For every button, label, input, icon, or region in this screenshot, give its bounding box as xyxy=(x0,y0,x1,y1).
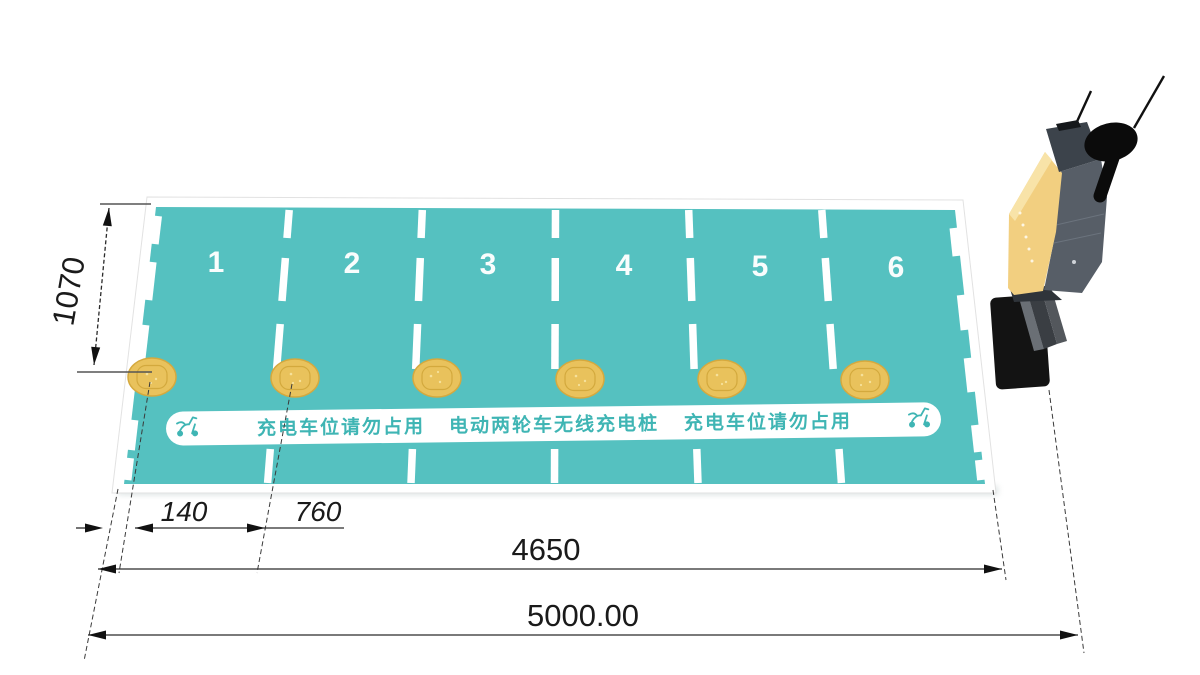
station-head-unit xyxy=(1046,122,1101,172)
bay-number-3: 3 xyxy=(480,248,497,281)
charging-pads xyxy=(127,357,890,400)
station-cabinet-bevel xyxy=(1009,152,1052,221)
bay-number-5: 5 xyxy=(752,250,769,283)
extension-line-pad2 xyxy=(256,383,293,574)
signage-banner: 充电车位请勿占用 电动两轮车无线充电桩 充电车位请勿占用 xyxy=(166,402,941,446)
station-head-cap xyxy=(1056,120,1081,131)
dimension-label-140: 140 xyxy=(161,496,208,527)
charging-pad xyxy=(697,359,747,399)
charging-mat: 1 2 3 4 5 6 xyxy=(111,196,997,494)
scooter-icon xyxy=(176,416,199,437)
bay-number-1: 1 xyxy=(208,246,225,279)
station-indicator-dots xyxy=(1018,211,1034,263)
charging-pad xyxy=(270,358,320,398)
bay-numbers: 1 2 3 4 5 6 xyxy=(208,246,905,284)
banner-texts: 充电车位请勿占用 电动两轮车无线充电桩 充电车位请勿占用 xyxy=(257,409,852,439)
dimension-annotations: 1070 140 760 4650 5000.00 xyxy=(45,203,1078,640)
banner-text-left: 充电车位请勿占用 xyxy=(257,415,425,440)
mat-edge-notches xyxy=(122,215,987,481)
station-pole xyxy=(1041,287,1067,344)
extension-line-station xyxy=(1048,389,1085,654)
scooter-icon xyxy=(908,407,931,428)
bay-number-6: 6 xyxy=(888,251,905,284)
station-pole-channel xyxy=(1027,288,1057,349)
charging-station xyxy=(990,75,1166,390)
charging-pad xyxy=(840,360,890,400)
antenna-icon xyxy=(1132,75,1166,129)
station-lock-icon xyxy=(1072,260,1076,264)
bay-number-4: 4 xyxy=(616,249,633,282)
extension-lines xyxy=(83,381,1085,662)
dimension-total-length: 5000.00 xyxy=(88,598,1078,640)
camera-head-icon xyxy=(1084,122,1138,162)
extension-line-mat-left xyxy=(83,488,119,662)
dimension-label-1070: 1070 xyxy=(45,254,91,328)
charging-pad xyxy=(412,358,462,398)
station-cabinet-front xyxy=(1008,152,1062,295)
dimension-label-760: 760 xyxy=(295,496,342,527)
dimension-mat-length: 4650 xyxy=(98,532,1002,574)
station-panel-seam xyxy=(1053,232,1102,244)
banner-text-center: 电动两轮车无线充电桩 xyxy=(449,412,659,438)
extension-line-pad1 xyxy=(118,381,151,574)
dimension-label-4650: 4650 xyxy=(512,532,581,567)
banner-text-right: 充电车位请勿占用 xyxy=(684,409,852,434)
banner-pill xyxy=(166,402,941,446)
dimension-pad-offsets: 140 760 xyxy=(76,496,344,533)
charging-pad xyxy=(555,359,605,399)
station-panel-seam xyxy=(1055,213,1105,226)
bay-number-2: 2 xyxy=(344,247,361,280)
station-pole xyxy=(1017,290,1044,351)
extension-line-mat-right xyxy=(992,489,1007,581)
dimension-label-5000: 5000.00 xyxy=(527,598,639,633)
charging-pad xyxy=(127,357,177,397)
camera-arm xyxy=(1093,148,1121,203)
bay-divider-lines xyxy=(263,209,846,484)
